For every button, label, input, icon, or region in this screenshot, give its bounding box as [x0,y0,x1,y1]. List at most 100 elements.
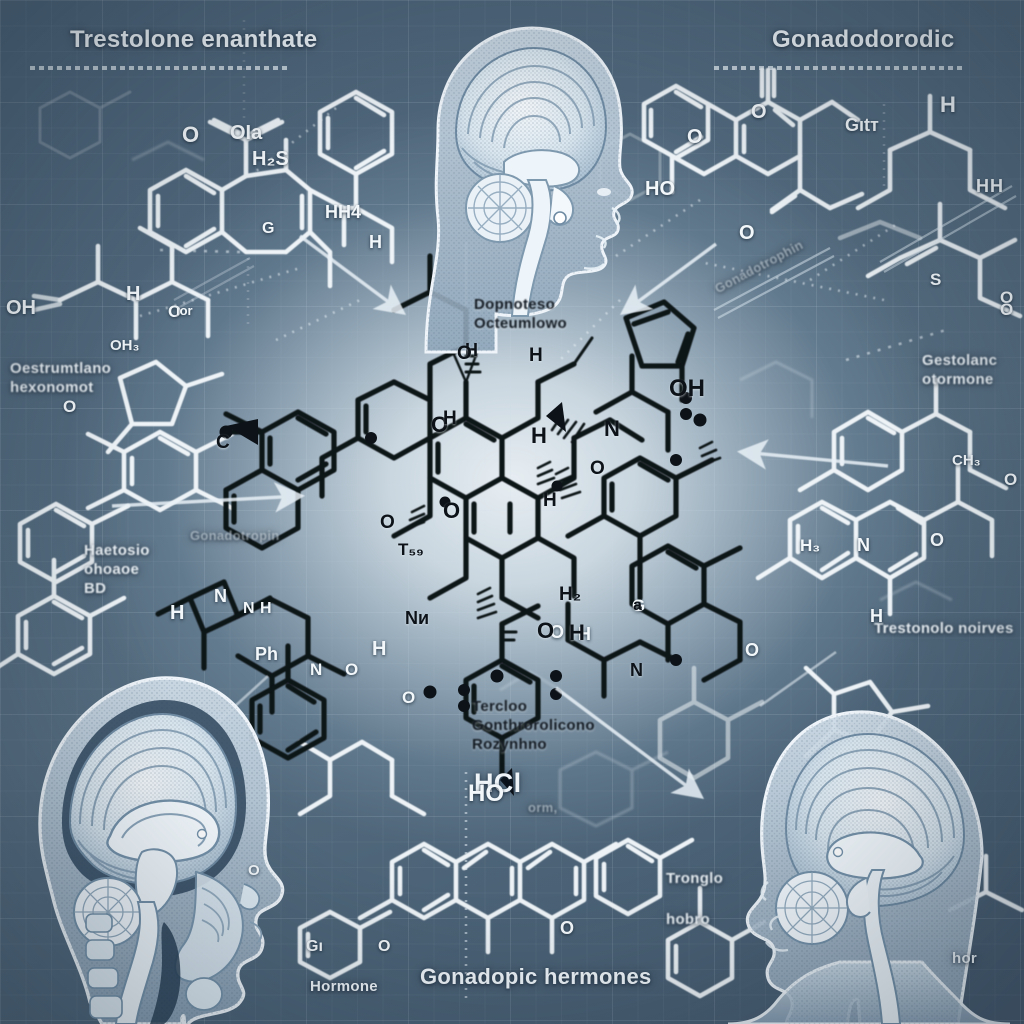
annotation-center-lower-line2: Gonthrorolicono [472,717,595,736]
atom-label-white-3: HH4 [325,202,361,223]
annotation-left-mid: Haetosio ohoaoe BD [84,542,150,598]
annotation-right-bottom-line1: Tronglo [666,870,723,889]
atom-label-white-19: H [990,176,1003,197]
caption-bottom-center: Gonadopic hermones [420,964,652,990]
atom-label-white-43: O [560,918,574,939]
annotation-left-mid-line2: ohoaoe [84,561,150,580]
atom-label-white-23: CH₃ [952,452,981,469]
annotation-left-upper-line2: hexonomot [10,379,111,398]
annotation-center-hcl: HCl [474,768,521,799]
atom-label-black-19: C [216,432,230,454]
atom-label-white-41: G [632,596,645,616]
annotation-center-lower-line3: Rozynhno [472,736,595,755]
atom-label-black-5: O [457,343,472,365]
annotation-right-upper-line1: Gestolanc [922,352,997,371]
annotation-left-upper-line1: Oestrumtlano [10,360,111,379]
atom-label-black-4: H [465,340,478,361]
atom-label-white-33: H [372,638,386,661]
atom-label-white-30: N [214,586,227,607]
atom-label-black-18: N [630,660,643,681]
annotation-center-lower-line1: Tercloo [472,698,595,717]
atom-label-white-17: H [940,92,956,118]
atom-label-white-37: O [402,688,415,708]
atom-label-white-18: H [976,176,989,197]
atom-label-black-9: O [380,512,395,534]
annotation-left-mid-line3: BD [84,580,150,599]
atom-label-white-44: Gı [306,938,323,956]
atom-label-white-15: O [739,222,755,245]
atom-label-white-46: O [248,862,260,879]
label-top-right-title: Gonadodorodic [772,26,955,54]
atom-label-white-16: Gıtт [845,115,879,136]
annotation-center-small: orm, [528,800,557,816]
atom-label-white-9: ıor [176,303,193,318]
atom-label-white-2: H₂S [252,148,289,171]
annotation-center-upper-line1: Dopnoteso [474,296,567,315]
atom-label-white-29: H [170,602,184,625]
caption-bottom-left: Hormone [310,978,378,997]
annotation-left-arrow: Gonadotropin [190,528,280,544]
atom-label-black-10: OH [669,375,705,403]
atom-label-black-16: H [569,620,585,646]
atom-label-white-5: H [369,232,382,253]
atom-label-white-25: N [857,535,870,556]
atom-label-white-42: HO [468,780,504,808]
atom-label-white-26: O [930,530,944,551]
atom-label-white-21: O [1000,288,1013,308]
annotation-right-upper-line2: otormone [922,371,997,390]
atom-label-white-24: O [1004,470,1017,490]
atom-label-black-12: T₅₉ [398,540,424,560]
atom-label-white-31: N [243,600,255,618]
annotation-left-mid-line1: Haetosio [84,542,150,561]
atom-label-white-39: H [578,624,591,645]
atom-label-white-22: O [1000,300,1013,320]
atom-label-white-14: O [751,101,767,124]
atom-label-white-6: OH [6,297,36,320]
atom-label-white-8: O [168,302,181,322]
atom-label-black-6: H [529,345,543,367]
rule-top-left [30,66,288,70]
annotation-right-mid: Trestonolo noirves [874,620,1014,639]
annotation-center-upper-line2: Octeumlowo [474,315,567,334]
annotation-left-upper: Oestrumtlano hexonomot [10,360,111,398]
atom-label-black-7: H [543,490,557,512]
annotation-right-bottom: Tronglo hobro [666,870,723,930]
atom-label-white-38: O [550,622,564,643]
atom-label-black-15: O [537,618,554,644]
atom-label-white-32: H [260,600,272,618]
atom-label-black-1: H [531,423,547,449]
annotation-right-bottom-line2: hobro [666,911,723,930]
atom-label-white-45: O [378,938,390,956]
atom-label-black-13: Nи [405,608,429,629]
atom-label-white-27: H₃ [800,536,820,556]
rule-top-right [714,66,966,70]
annotation-center-upper: Dopnoteso Octeumlowo [474,296,567,334]
atom-label-white-4: G [262,220,274,238]
atom-label-white-13: O [687,126,703,149]
atom-label-black-3: H [443,408,457,430]
atom-label-black-2: N [604,416,620,442]
atom-label-white-40: O [745,640,759,661]
atom-label-white-7: H [126,283,140,306]
atom-label-white-0: O [182,122,199,148]
atom-label-white-20: S [930,270,941,290]
atom-label-white-1: OIa [230,122,262,145]
atom-label-black-17: a [633,597,642,615]
atom-label-white-35: N [310,660,322,680]
atom-label-white-12: HO [645,178,675,201]
atom-label-white-10: OH₃ [110,337,139,354]
annotation-right-upper: Gestolanc otormone [922,352,997,390]
atom-label-black-11: O [590,458,605,480]
caption-bottom-right: hor [952,950,977,969]
label-top-left-title: Trestolone enanthate [70,26,317,54]
annotation-center-lower: Tercloo Gonthrorolicono Rozynhno [472,698,595,754]
atom-label-white-36: O [345,660,358,680]
atom-label-white-11: O [63,397,76,417]
atom-label-black-14: H₂ [559,584,581,606]
